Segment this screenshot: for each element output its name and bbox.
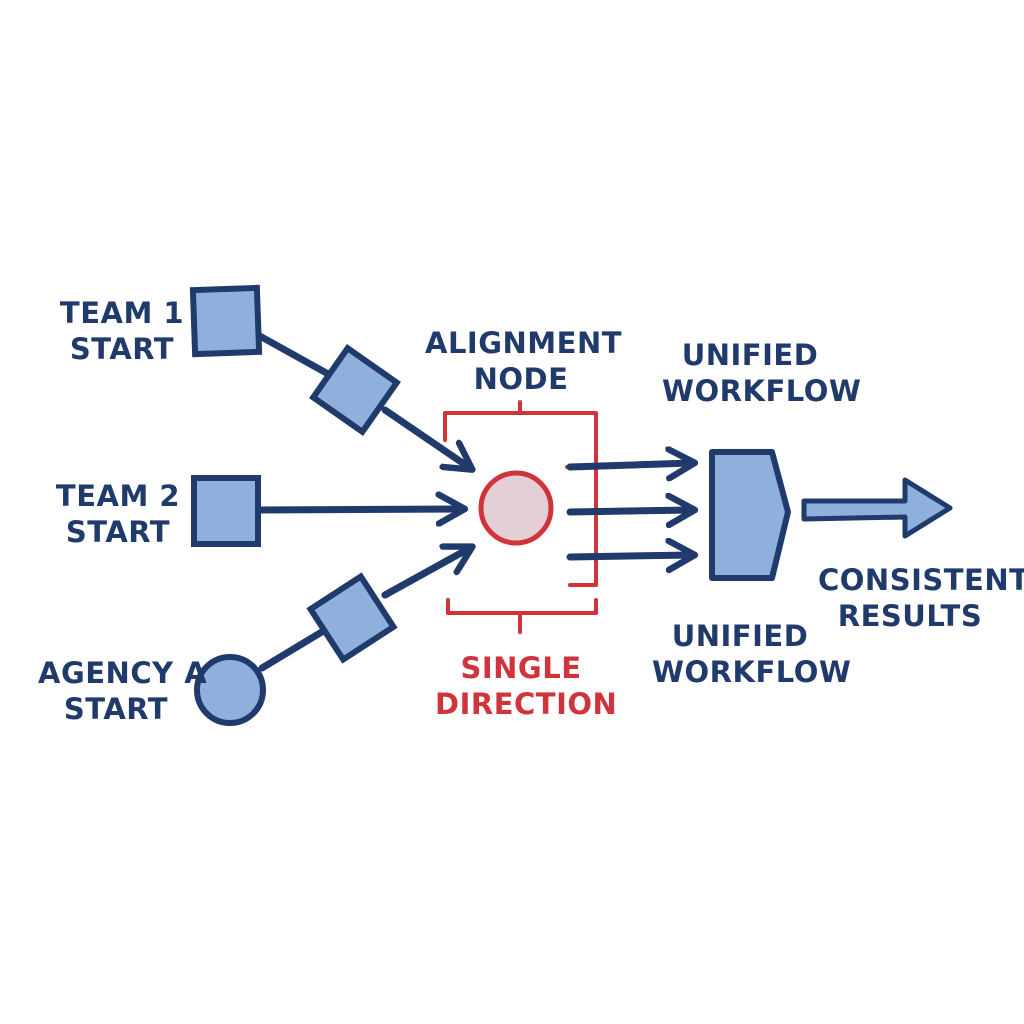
team2-label: TEAM 2 START bbox=[48, 478, 188, 550]
parallel-arrow-1 bbox=[566, 463, 692, 467]
alignment-node-label: ALIGNMENT NODE bbox=[425, 325, 623, 397]
agency-label-line1: AGENCY A bbox=[38, 656, 208, 690]
alignment-node-label-line2: NODE bbox=[473, 362, 569, 396]
output-label-line2: RESULTS bbox=[837, 599, 983, 633]
agency-arrow bbox=[381, 548, 470, 599]
team2-start-square bbox=[191, 475, 261, 547]
team1-mid-square bbox=[309, 344, 401, 436]
unified-workflow-bottom-line1: UNIFIED bbox=[671, 619, 809, 653]
team2-label-line2: START bbox=[65, 515, 171, 549]
team1-label-line1: TEAM 1 bbox=[59, 296, 185, 330]
team2-label-line1: TEAM 2 bbox=[55, 479, 181, 513]
unified-workflow-top-line1: UNIFIED bbox=[681, 338, 819, 372]
alignment-node-circle bbox=[478, 470, 554, 546]
output-label-line1: CONSISTENT bbox=[818, 563, 1024, 597]
output-label: CONSISTENT RESULTS bbox=[818, 562, 1024, 634]
unified-workflow-shape bbox=[709, 449, 791, 581]
unified-workflow-bottom-label: UNIFIED WORKFLOW bbox=[652, 618, 852, 690]
single-direction-label-line1: SINGLE bbox=[460, 651, 582, 685]
bracket-bottom bbox=[446, 598, 598, 615]
agency-mid-square bbox=[306, 572, 398, 664]
unified-workflow-top-line2: WORKFLOW bbox=[662, 374, 862, 408]
output-arrow bbox=[801, 477, 953, 539]
team1-connector bbox=[254, 331, 334, 379]
team1-arrow bbox=[381, 406, 470, 468]
team1-label: TEAM 1 START bbox=[52, 295, 192, 367]
single-direction-label: SINGLE DIRECTION bbox=[435, 650, 618, 722]
unified-workflow-bottom-line2: WORKFLOW bbox=[652, 655, 852, 689]
team1-start-square bbox=[189, 284, 263, 358]
unified-workflow-top-label: UNIFIED WORKFLOW bbox=[662, 337, 862, 409]
team1-label-line2: START bbox=[69, 332, 175, 366]
single-direction-label-line2: DIRECTION bbox=[435, 687, 618, 721]
agency-start-circle bbox=[194, 654, 266, 726]
team2-arrow bbox=[254, 509, 462, 510]
bracket-top bbox=[443, 411, 598, 587]
parallel-arrow-2 bbox=[566, 510, 692, 512]
parallel-arrow-3 bbox=[566, 555, 692, 557]
agency-label-line2: START bbox=[63, 692, 169, 726]
agency-connector bbox=[258, 626, 329, 672]
alignment-node-label-line1: ALIGNMENT bbox=[425, 326, 623, 360]
agency-label: AGENCY A START bbox=[38, 655, 208, 727]
